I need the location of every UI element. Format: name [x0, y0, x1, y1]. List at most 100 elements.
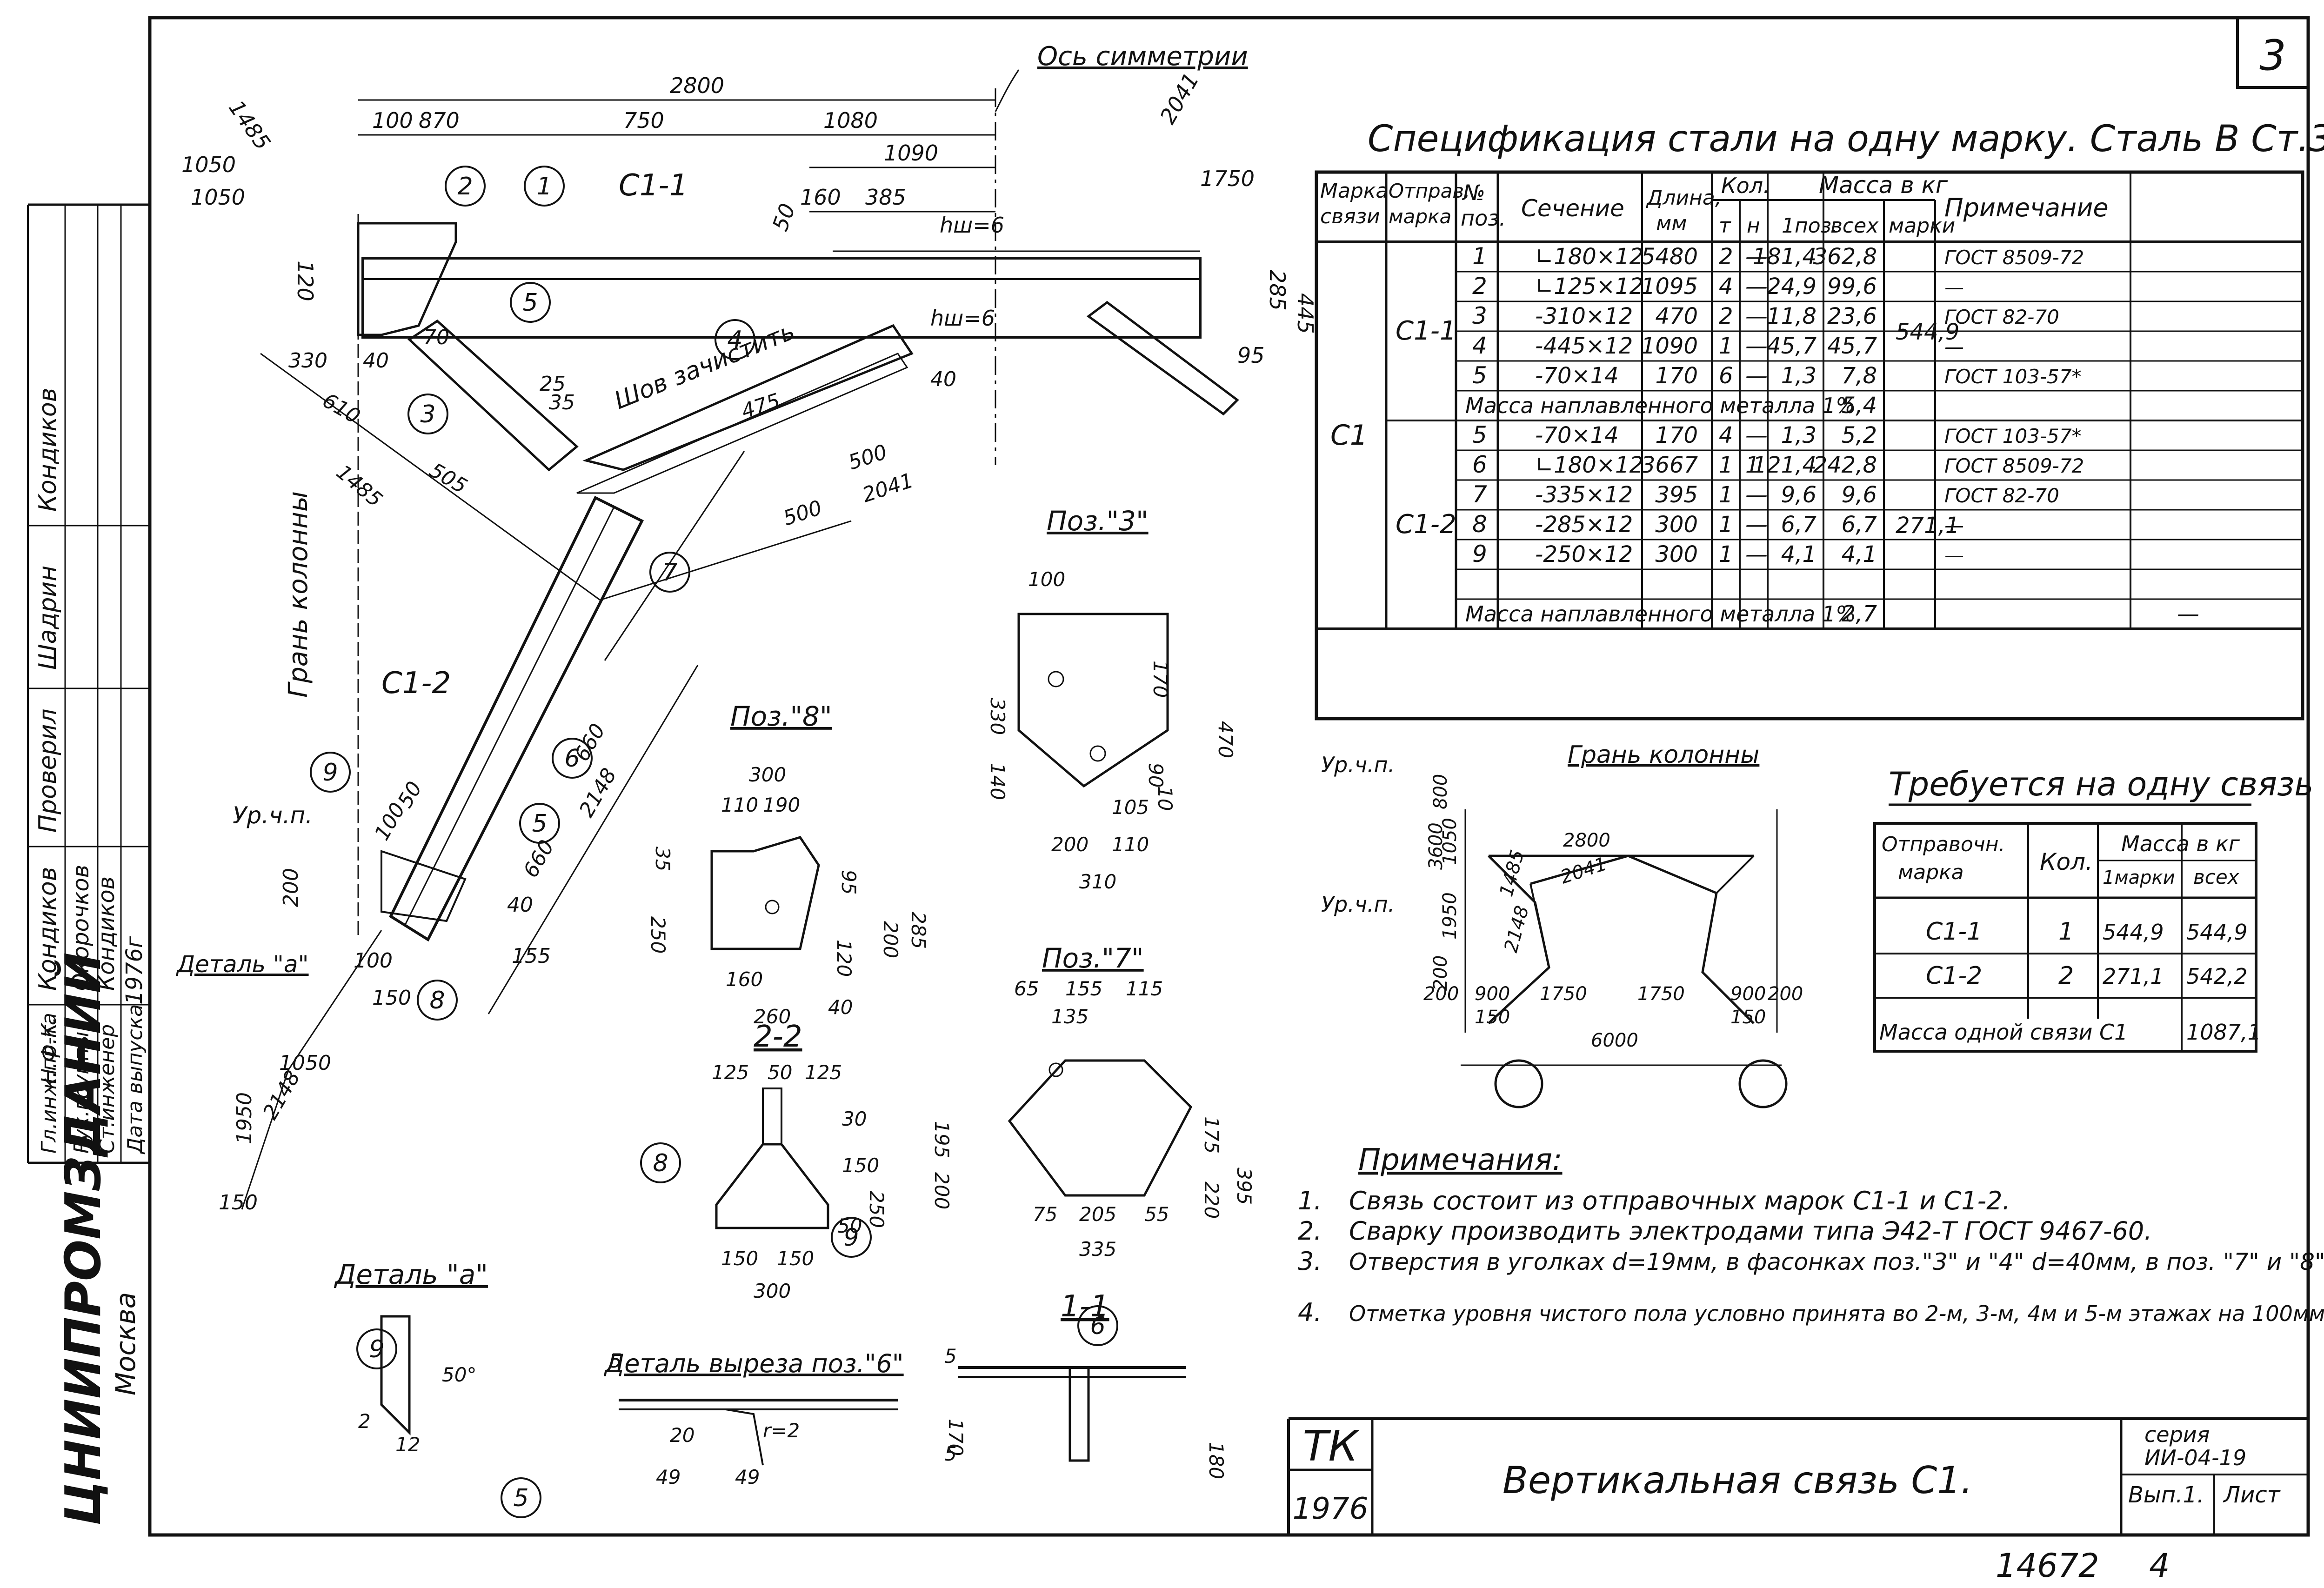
- bottom-number: 14672: [1996, 1547, 2099, 1585]
- spec-qty-t: 4: [1719, 274, 1733, 300]
- org-name: ЦНИИПРОМЗДАНИЙ: [54, 952, 112, 1526]
- spec-mass-all: 7,8: [1842, 363, 1877, 389]
- stamp-person-top-2: Шадрин: [34, 566, 62, 670]
- spec-length: 1095: [1641, 274, 1698, 300]
- position-marker-label: 6: [564, 745, 580, 773]
- spec-mass-all: 23,6: [1827, 303, 1877, 329]
- poz7-title: Поз."7": [1042, 942, 1144, 974]
- main-dim: 70: [423, 326, 449, 349]
- deta-dim: 2: [358, 1410, 371, 1433]
- spec-length: 300: [1655, 541, 1698, 567]
- main-dim: 150: [219, 1191, 258, 1214]
- main-dim: 1050: [279, 1051, 331, 1075]
- sec11-title: 1-1: [1061, 1289, 1109, 1324]
- elev-column-face: Грань колонны: [1568, 741, 1759, 769]
- position-marker: [640, 1142, 681, 1183]
- spec-qty-n: —: [1745, 303, 1768, 329]
- stamp-person-top-1: Кондиков: [34, 388, 62, 512]
- spec-weld-mass: 5,4: [1842, 393, 1877, 419]
- elev-dim: 200: [1430, 955, 1451, 991]
- note-2: Сварку производить электродами типа Э42-…: [1349, 1216, 2152, 1246]
- label-hw-top: hш=6: [940, 213, 1004, 238]
- poz3-title: Поз."3": [1047, 505, 1149, 537]
- spec-qty-t: 6: [1719, 363, 1733, 389]
- spec-mass-all: 6,7: [1842, 512, 1877, 538]
- spec-mass-pos: 45,7: [1767, 333, 1816, 359]
- poz3-dim: 330: [986, 698, 1009, 735]
- spec-section: -445×12: [1535, 333, 1633, 359]
- spec-mass-pos: 24,9: [1767, 274, 1816, 300]
- spec-section: ∟180×12: [1535, 452, 1643, 478]
- cut-dim: 49: [735, 1466, 760, 1488]
- position-marker-label: 5: [522, 289, 538, 317]
- top-dim: 1090: [884, 140, 938, 166]
- poz3-dim: 170: [1149, 661, 1172, 698]
- tb-issue: Вып.1.: [2128, 1482, 2204, 1508]
- sheet-number-box: [2236, 16, 2310, 89]
- position-marker-label: 5: [532, 810, 547, 838]
- spec-note: —: [1944, 335, 1964, 358]
- elev-dim: 2041: [1558, 853, 1609, 888]
- req-mark: С1-2: [1926, 962, 1982, 990]
- notes-title: Примечания:: [1358, 1143, 1563, 1177]
- spec-mass-pos: 1,3: [1781, 363, 1816, 389]
- spec-qty-t: 1: [1719, 452, 1733, 478]
- spec-mass-all: 45,7: [1827, 333, 1877, 359]
- poz8-dim: 95: [837, 870, 860, 894]
- spec-qty-n: —: [1745, 333, 1768, 359]
- spec-qty-t: 4: [1719, 422, 1733, 448]
- top-dim: 1485: [224, 95, 275, 154]
- spec-shipping-mark: С1-1: [1396, 316, 1456, 346]
- poz8-dim: 35: [651, 847, 674, 871]
- req-qty: 1: [2058, 918, 2074, 946]
- elev-dim: 3600: [1425, 822, 1447, 870]
- spec-qty-t: 1: [1719, 541, 1733, 567]
- sec22-dim: 150: [777, 1247, 814, 1270]
- spec-h-section: Сечение: [1521, 195, 1624, 222]
- poz8-dim: 200: [879, 921, 902, 958]
- sec22-dim: 50: [768, 1061, 792, 1084]
- req-mall: 544,9: [2186, 920, 2248, 945]
- top-dim: 160: [800, 185, 841, 210]
- main-dim: 2148: [258, 1067, 305, 1123]
- spec-mass-pos: 1,3: [1781, 422, 1816, 448]
- label-level: Ур.ч.п.: [233, 802, 313, 829]
- spec-note: —: [1944, 514, 1964, 537]
- spec-qty-n: 1: [1745, 452, 1760, 478]
- position-marker: [519, 803, 560, 844]
- main-dim: 200: [279, 868, 303, 907]
- elev-dim: 200: [1423, 983, 1459, 1005]
- poz3-dim: 90: [1144, 763, 1167, 787]
- position-marker: [649, 552, 690, 593]
- stamp-person-3: Кондиков: [93, 876, 120, 991]
- spec-note: ГОСТ 8509-72: [1944, 454, 2084, 477]
- elevation: Грань колонны Ур.ч.п. Ур.ч.п. 8003600105…: [1321, 741, 1803, 1108]
- top-dim: 100: [372, 108, 413, 133]
- req-m1: 271,1: [2103, 964, 2164, 989]
- top-dim: 1050: [181, 152, 236, 177]
- top-dim: 95: [1237, 343, 1265, 368]
- tb-year: 1976: [1293, 1492, 1369, 1526]
- detail-a-title: Деталь "а": [334, 1259, 488, 1290]
- main-dim: 40: [363, 349, 389, 373]
- spec-mass-pos: 181,4: [1753, 244, 1816, 270]
- position-marker: [310, 752, 351, 793]
- note-num-4: 4.: [1298, 1298, 1322, 1327]
- poz3-dim: 470: [1214, 721, 1237, 758]
- sec22-dim: 300: [754, 1280, 791, 1302]
- sheet-frame: [148, 16, 2310, 1537]
- spec-qty-n: —: [1745, 363, 1768, 389]
- poz3-dim: 100: [1028, 568, 1065, 591]
- poz7-dim: 395: [1233, 1168, 1255, 1205]
- elev-dim: 1750: [1540, 983, 1587, 1005]
- elev-dim: 150: [1730, 1007, 1766, 1028]
- spec-qty-t: 1: [1719, 512, 1733, 538]
- spec-length: 170: [1655, 422, 1698, 448]
- position-marker: [524, 166, 565, 207]
- poz8-dim: 190: [763, 794, 800, 816]
- position-marker: [407, 394, 448, 434]
